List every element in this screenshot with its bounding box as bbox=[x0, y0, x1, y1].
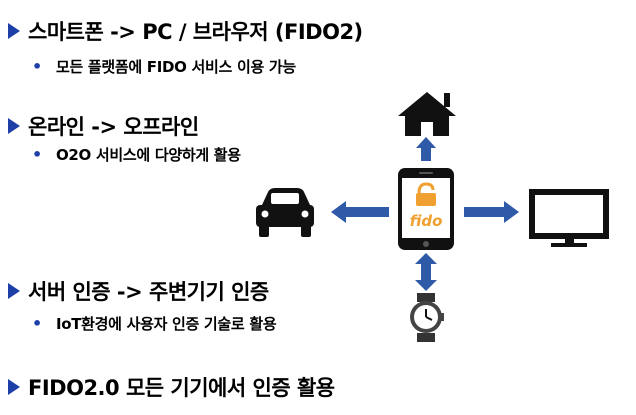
triangle-bullet-icon bbox=[8, 379, 20, 395]
bullet-title: FIDO2.0 모든 기기에서 인증 활용 bbox=[28, 376, 335, 400]
dot-icon: • bbox=[32, 313, 42, 333]
bullet-server-to-peripheral: 서버 인증 -> 주변기기 인증 bbox=[8, 276, 269, 306]
bullet-title: 서버 인증 -> 주변기기 인증 bbox=[28, 280, 269, 304]
sub-bullet-o2o: • O2O 서비스에 다양하게 활용 bbox=[32, 144, 241, 165]
smartphone-icon: fido bbox=[398, 168, 454, 250]
triangle-bullet-icon bbox=[8, 23, 20, 39]
sub-bullet-text: IoT환경에 사용자 인증 기술로 활용 bbox=[55, 315, 277, 333]
bullet-title: 스마트폰 -> PC / 브라우저 (FIDO2) bbox=[28, 20, 363, 44]
sub-bullet-text: 모든 플랫폼에 FIDO 서비스 이용 가능 bbox=[55, 58, 296, 76]
fido-logo: fido bbox=[410, 212, 443, 230]
dot-icon: • bbox=[32, 56, 42, 76]
bullet-fido2-all-devices: FIDO2.0 모든 기기에서 인증 활용 bbox=[8, 372, 335, 402]
arrow-up bbox=[416, 137, 436, 161]
bullet-title: 온라인 -> 오프라인 bbox=[28, 115, 199, 139]
car-icon bbox=[256, 188, 314, 237]
triangle-bullet-icon bbox=[8, 283, 20, 299]
sub-bullet-text: O2O 서비스에 다양하게 활용 bbox=[55, 146, 241, 164]
watch-icon bbox=[410, 293, 444, 342]
bullet-online-to-offline: 온라인 -> 오프라인 bbox=[8, 111, 199, 141]
arrow-up-down bbox=[415, 253, 437, 291]
house-icon bbox=[398, 92, 456, 136]
dot-icon: • bbox=[32, 144, 42, 164]
monitor-icon bbox=[529, 189, 609, 247]
sub-bullet-iot: • IoT환경에 사용자 인증 기술로 활용 bbox=[32, 313, 277, 334]
sub-bullet-platforms: • 모든 플랫폼에 FIDO 서비스 이용 가능 bbox=[32, 56, 296, 77]
arrow-right bbox=[464, 201, 519, 223]
triangle-bullet-icon bbox=[8, 118, 20, 134]
arrow-left bbox=[331, 201, 389, 223]
bullet-smartphone-to-pc: 스마트폰 -> PC / 브라우저 (FIDO2) bbox=[8, 16, 363, 46]
